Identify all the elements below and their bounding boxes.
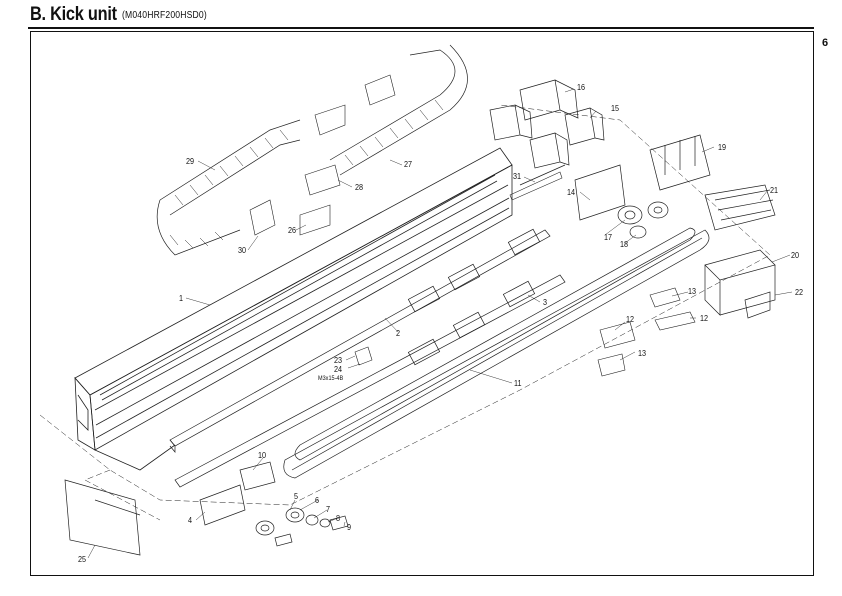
leader-lines bbox=[87, 88, 793, 559]
callout-14: 14 bbox=[567, 187, 576, 197]
callout-29: 29 bbox=[186, 156, 195, 166]
callout-30: 30 bbox=[238, 245, 247, 255]
mounting-plates bbox=[597, 287, 696, 377]
callout-24: 24 bbox=[334, 364, 343, 374]
callout-18: 18 bbox=[620, 239, 629, 249]
callout-7: 7 bbox=[326, 504, 331, 514]
callout-19: 19 bbox=[718, 142, 727, 152]
callout-27: 27 bbox=[404, 159, 413, 169]
drawing-frame bbox=[30, 31, 814, 576]
callout-5: 5 bbox=[294, 491, 299, 501]
callout-16: 16 bbox=[577, 82, 586, 92]
callout-8: 8 bbox=[336, 513, 341, 523]
callout-9: 9 bbox=[347, 522, 352, 532]
model-code: (M040HRF200HSD0) bbox=[121, 10, 207, 21]
callout-3: 3 bbox=[543, 297, 548, 307]
callout-11: 11 bbox=[514, 378, 522, 388]
title-rule bbox=[28, 27, 814, 29]
callout-20: 20 bbox=[791, 250, 800, 260]
callout-17: 17 bbox=[604, 232, 613, 242]
timing-belt bbox=[283, 227, 710, 479]
servo-motors bbox=[489, 79, 605, 169]
callout-6: 6 bbox=[315, 495, 320, 505]
misc-small-parts bbox=[354, 171, 563, 366]
callout-4: 4 bbox=[188, 515, 193, 525]
carriage-blocks bbox=[407, 228, 541, 366]
callout-2: 2 bbox=[396, 328, 401, 338]
end-cover bbox=[64, 479, 141, 556]
idler-end-parts bbox=[199, 461, 349, 547]
callout-12-upper: 12 bbox=[626, 314, 635, 324]
servo-drives-and-board bbox=[649, 134, 776, 231]
chain-brackets bbox=[249, 74, 396, 236]
callout-1: 1 bbox=[179, 293, 184, 303]
motor-plate-and-pulleys bbox=[519, 164, 669, 239]
electrical-cover bbox=[704, 249, 776, 319]
callout-10: 10 bbox=[258, 450, 267, 460]
callout-25: 25 bbox=[78, 554, 87, 564]
screw-spec-note: M3x15-4B bbox=[318, 375, 344, 382]
page-title: B. Kick unit(M040HRF200HSD0) bbox=[30, 4, 207, 25]
callout-15: 15 bbox=[611, 103, 620, 113]
callout-26: 26 bbox=[288, 225, 297, 235]
cable-chain bbox=[156, 44, 468, 256]
callout-13-lower: 13 bbox=[638, 348, 647, 358]
callout-13-upper: 13 bbox=[688, 286, 697, 296]
callout-12-lower: 12 bbox=[700, 313, 709, 323]
callout-22: 22 bbox=[795, 287, 804, 297]
linear-guide-rails bbox=[169, 229, 566, 488]
callout-31: 31 bbox=[513, 171, 522, 181]
callout-21: 21 bbox=[770, 185, 779, 195]
callout-28: 28 bbox=[355, 182, 364, 192]
callout-23: 23 bbox=[334, 355, 343, 365]
main-profile-frame bbox=[74, 147, 513, 471]
page-number: 6 bbox=[822, 37, 829, 49]
ground-plane-outline bbox=[39, 104, 771, 521]
